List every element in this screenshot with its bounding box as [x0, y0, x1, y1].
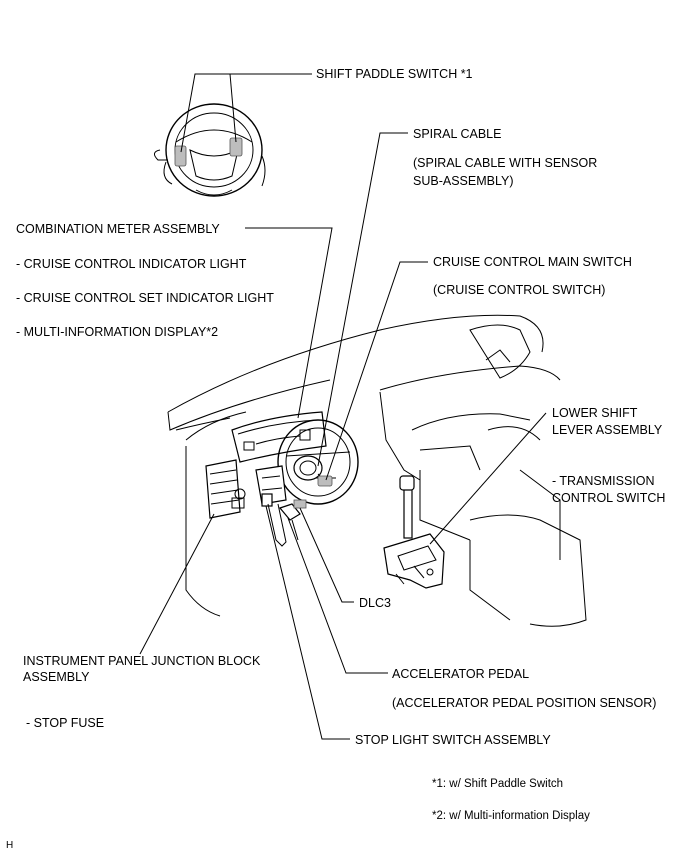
label-combination-meter: COMBINATION METER ASSEMBLY	[16, 222, 220, 236]
label-transmission-1: - TRANSMISSION	[552, 474, 655, 488]
leader-stop-light	[265, 505, 350, 740]
footnote-1: *1: w/ Shift Paddle Switch	[432, 778, 564, 790]
cruise-control-main-switch	[317, 475, 333, 487]
label-ip-junction-block-1: INSTRUMENT PANEL JUNCTION BLOCK	[23, 654, 261, 668]
leader-lines	[139, 73, 547, 740]
leader-dlc3	[299, 507, 354, 603]
steering-wheel-main	[277, 419, 359, 505]
footnote-2: *2: w/ Multi-information Display	[432, 810, 590, 822]
combination-meter	[231, 411, 327, 463]
lower-shift-lever-assembly	[383, 475, 445, 589]
dlc3-connector	[293, 499, 307, 509]
leader-shift-paddle	[180, 73, 312, 153]
label-accelerator-pedal-sub: (ACCELERATOR PEDAL POSITION SENSOR)	[392, 696, 657, 710]
leader-cruise-main	[325, 261, 428, 481]
leader-ip-jb	[139, 513, 215, 655]
label-ip-junction-block-2: ASSEMBLY	[23, 670, 90, 684]
label-cruise-main-switch: CRUISE CONTROL MAIN SWITCH	[433, 255, 632, 269]
label-spiral-cable: SPIRAL CABLE	[413, 127, 502, 141]
label-spiral-cable-sub1: (SPIRAL CABLE WITH SENSOR	[413, 156, 598, 170]
leader-accel	[287, 517, 388, 674]
label-cruise-indicator: - CRUISE CONTROL INDICATOR LIGHT	[16, 257, 247, 271]
label-multi-info-display: - MULTI-INFORMATION DISPLAY*2	[16, 325, 219, 339]
label-cruise-main-switch-sub: (CRUISE CONTROL SWITCH)	[433, 283, 606, 297]
steering-wheel-inset	[154, 103, 266, 197]
label-transmission-2: CONTROL SWITCH	[552, 491, 666, 505]
label-lower-shift-2: LEVER ASSEMBLY	[552, 423, 663, 437]
label-cruise-set-indicator: - CRUISE CONTROL SET INDICATOR LIGHT	[16, 291, 274, 305]
dashboard-outline	[167, 314, 587, 627]
label-accelerator-pedal: ACCELERATOR PEDAL	[392, 667, 530, 681]
brake-pedal	[267, 503, 287, 547]
leader-spiral-cable	[317, 132, 408, 467]
instrument-panel-junction-block	[205, 459, 246, 519]
label-stop-light-switch: STOP LIGHT SWITCH ASSEMBLY	[355, 733, 551, 747]
leader-lower-shift	[429, 412, 547, 545]
figure-id: H	[6, 840, 14, 851]
label-shift-paddle-switch: SHIFT PADDLE SWITCH *1	[316, 67, 473, 81]
stop-light-switch	[261, 493, 273, 507]
shift-paddle-left	[174, 145, 187, 167]
leader-shift-paddle-right	[229, 73, 237, 143]
label-dlc3: DLC3	[359, 596, 391, 610]
leader-combination-meter	[245, 227, 333, 419]
label-lower-shift-1: LOWER SHIFT	[552, 406, 638, 420]
label-spiral-cable-sub2: SUB-ASSEMBLY)	[413, 174, 514, 188]
label-stop-fuse: - STOP FUSE	[26, 716, 105, 730]
